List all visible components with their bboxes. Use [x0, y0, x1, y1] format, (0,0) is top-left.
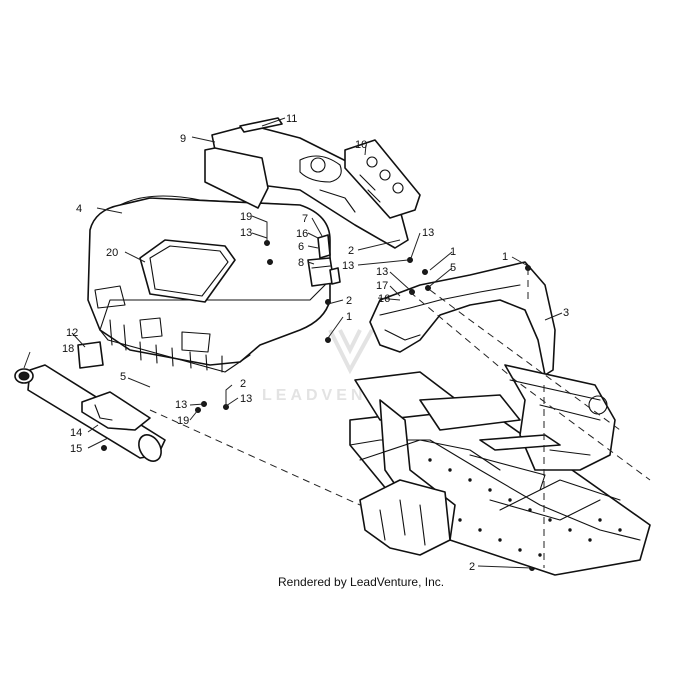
frame-holes [428, 458, 622, 557]
callout-2-frame: 2 [469, 561, 475, 573]
hardware-fasteners [101, 240, 547, 571]
callouts: 4 20 9 11 10 19 13 7 16 6 8 2 13 13 1 5 … [62, 113, 569, 573]
right-fender [369, 261, 556, 376]
callout-10: 10 [355, 139, 367, 151]
decal-panel [344, 139, 421, 219]
callout-19-bottom: 19 [177, 415, 189, 427]
callout-13-e: 13 [175, 399, 187, 411]
callout-19-top: 19 [240, 211, 252, 223]
callout-5-right: 5 [450, 262, 456, 274]
callout-12: 12 [66, 327, 78, 339]
watermark-logo-icon [328, 329, 374, 375]
leader-lines [23, 117, 563, 569]
callout-14: 14 [70, 427, 82, 439]
callout-5-left: 5 [120, 371, 126, 383]
dash-panel [204, 124, 409, 249]
callout-13-c: 13 [422, 227, 434, 239]
callout-7: 7 [302, 213, 308, 225]
callout-1-fender: 1 [502, 251, 508, 263]
callout-6: 6 [298, 241, 304, 253]
hood-panel [139, 239, 236, 303]
callout-1-right: 1 [450, 246, 456, 258]
callout-4: 4 [76, 203, 82, 215]
bumper-cap [14, 368, 34, 384]
callout-13-a: 13 [240, 227, 252, 239]
callout-13-d: 13 [376, 266, 388, 278]
callout-1-hood: 1 [346, 311, 352, 323]
callout-8: 8 [298, 257, 304, 269]
callout-11: 11 [286, 113, 297, 125]
callout-18: 18 [62, 343, 74, 355]
callout-2-upper: 2 [348, 245, 354, 257]
callout-3: 3 [563, 307, 569, 319]
label-strip [239, 117, 283, 133]
bracket-group [307, 234, 406, 313]
decal [77, 341, 104, 369]
callout-15: 15 [70, 443, 82, 455]
assembly-lines [149, 268, 651, 568]
callout-9: 9 [180, 133, 186, 145]
callout-17: 17 [376, 280, 388, 292]
callout-13-b: 13 [342, 260, 354, 272]
callout-16-bottom: 16 [378, 293, 390, 305]
callout-13-f: 13 [240, 393, 252, 405]
frame-assembly [349, 364, 651, 576]
credit-text: Rendered by LeadVenture, Inc. [278, 575, 444, 589]
callout-20: 20 [106, 247, 118, 259]
callout-16-top: 16 [296, 228, 308, 240]
front-bumper [27, 364, 166, 462]
callout-2-hood: 2 [346, 295, 352, 307]
callout-2-lower: 2 [240, 378, 246, 390]
